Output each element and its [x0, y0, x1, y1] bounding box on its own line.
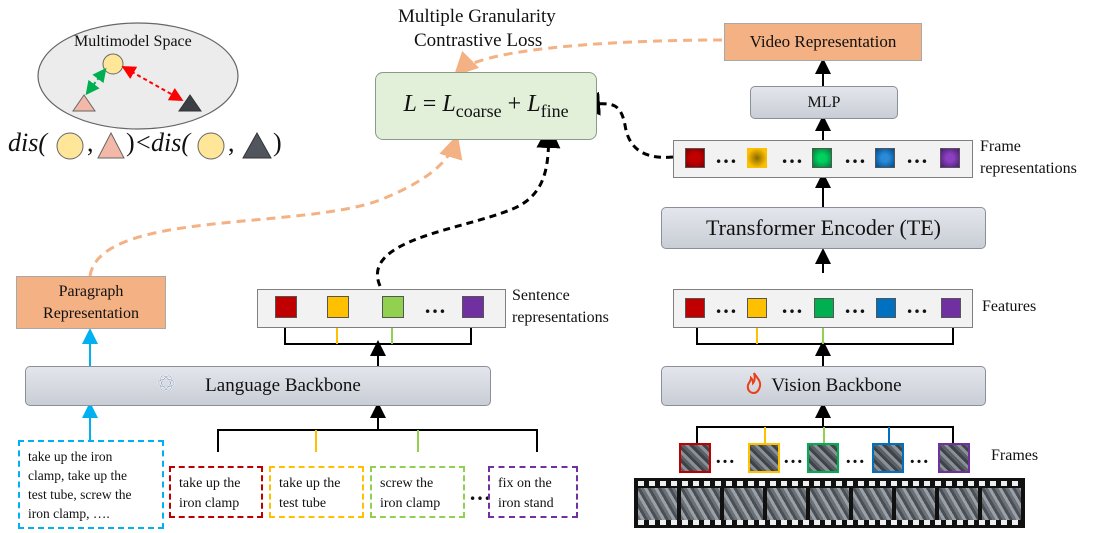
- comma-right: ,: [228, 128, 235, 157]
- loss-title-line2: Contrastive Loss: [414, 30, 543, 51]
- triangle-icon: [242, 131, 272, 159]
- ellipsis: …: [909, 446, 930, 468]
- ellipsis: …: [906, 293, 929, 318]
- circle-icon: [197, 132, 225, 160]
- feature-green: [814, 298, 834, 318]
- paragraph-to-loss-curve: [88, 134, 463, 277]
- less-than: <: [136, 128, 151, 157]
- ellipsis: …: [715, 143, 738, 168]
- frame-thumb-purple: [938, 443, 970, 473]
- frames-label: Frames: [991, 447, 1039, 464]
- ellipsis: …: [844, 143, 867, 168]
- frame-thumb-blue: [872, 443, 904, 473]
- sentence-repr-purple: [462, 296, 484, 318]
- sentence-representations-box: …: [257, 289, 506, 328]
- close-right: ): [273, 128, 282, 157]
- ellipsis: …: [781, 293, 804, 318]
- circle-icon: [102, 53, 124, 75]
- ellipsis: …: [845, 446, 866, 468]
- feature-purple: [941, 298, 961, 318]
- frame-representations-label: Frame representations: [980, 138, 1077, 177]
- frame-repr-red: [685, 148, 705, 168]
- film-strip: [634, 478, 1025, 528]
- features-bracket: [696, 326, 954, 345]
- sentences-to-loss-curve: [376, 124, 561, 287]
- language-backbone-box: Language Backbone: [25, 366, 491, 406]
- multimodel-space-label: Multimodel Space: [74, 33, 192, 50]
- feature-red: [685, 298, 705, 318]
- sentence-repr-yellow: [327, 296, 349, 318]
- features-label: Features: [982, 298, 1037, 315]
- feature-yellow: [747, 298, 767, 318]
- ellipsis: …: [906, 143, 929, 168]
- triangle-icon: [97, 131, 125, 159]
- loss-formula: L = Lcoarse + Lfine: [403, 90, 569, 121]
- video-to-loss-curve: [453, 38, 723, 77]
- frame-repr-yellow: [747, 148, 767, 168]
- openai-logo-icon: [155, 372, 177, 400]
- sentence-box-1: take up the iron clamp: [169, 466, 263, 518]
- frame-repr-purple: [940, 148, 960, 168]
- frame-thumb-green: [807, 443, 839, 473]
- frame-repr-green: [812, 148, 832, 168]
- sentences-bracket: [284, 326, 472, 345]
- comma-left: ,: [87, 128, 94, 157]
- circle-icon: [56, 132, 84, 160]
- ellipsis: …: [469, 480, 492, 505]
- paragraph-representation-box: Paragraph Representation: [16, 276, 166, 329]
- loss-formula-box: L = Lcoarse + Lfine: [375, 72, 597, 140]
- paragraph-text-box: take up the iron clamp, take up the test…: [18, 440, 164, 529]
- dis-fn-right: dis(: [151, 128, 190, 157]
- green-distance-arrow: [85, 67, 107, 96]
- vision-backbone-box: Vision Backbone: [661, 366, 986, 406]
- feature-blue: [876, 298, 896, 318]
- frame-thumb-yellow: [748, 443, 780, 473]
- transformer-encoder-box: Transformer Encoder (TE): [661, 207, 986, 249]
- sentence-box-2: take up the test tube: [269, 466, 364, 518]
- video-representation-box: Video Representation: [724, 23, 922, 61]
- flame-icon: [745, 372, 763, 400]
- sentence-inputs-bracket: [217, 429, 538, 452]
- sentence-repr-red: [275, 296, 297, 318]
- dis-fn-left: dis(: [8, 128, 47, 157]
- red-distance-arrow: [121, 66, 184, 101]
- sentence-representations-label: Sentence representations: [512, 287, 609, 326]
- triangle-icon: [72, 94, 96, 112]
- frame-thumb-red: [679, 443, 711, 473]
- frame-representations-box: … … … …: [673, 140, 973, 178]
- ellipsis: …: [783, 446, 804, 468]
- close-left: ): [126, 128, 135, 157]
- ellipsis: …: [715, 446, 736, 468]
- mlp-box: MLP: [750, 86, 898, 119]
- sentence-box-3: screw the iron clamp: [370, 466, 465, 518]
- ellipsis: …: [781, 143, 804, 168]
- ellipsis: …: [844, 293, 867, 318]
- sentence-repr-green: [382, 296, 404, 318]
- features-box: … … … …: [673, 289, 973, 328]
- frames-to-loss-curve: [576, 91, 674, 159]
- frame-repr-blue: [875, 148, 895, 168]
- loss-title-line1: Multiple Granularity: [398, 6, 556, 27]
- triangle-icon: [178, 94, 202, 112]
- ellipsis: …: [715, 293, 738, 318]
- sentence-box-4: fix on the iron stand: [488, 466, 578, 518]
- ellipsis: …: [424, 293, 447, 318]
